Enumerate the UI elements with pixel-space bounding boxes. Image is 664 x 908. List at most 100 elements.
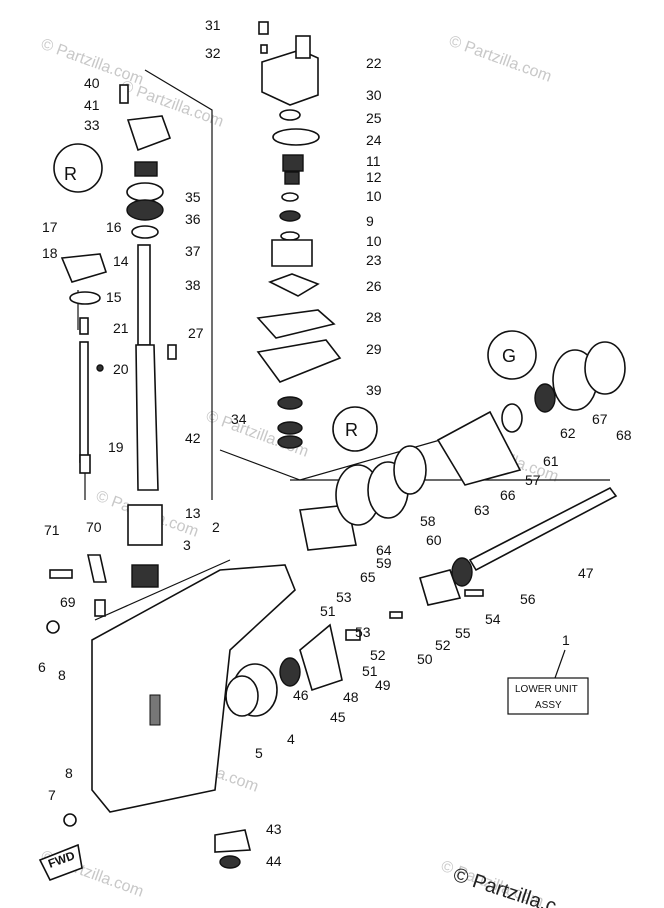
callout-10: 10 [366, 188, 382, 204]
drive-shaft-upper [137, 244, 151, 346]
collar-32 [260, 44, 268, 54]
callout-50: 50 [417, 651, 433, 667]
callout-53: 53 [355, 624, 371, 640]
callout-39: 39 [366, 382, 382, 398]
fitting-71 [49, 569, 73, 579]
cap-68 [584, 341, 626, 395]
propeller-shaft-47 [468, 486, 618, 572]
plug-6 [46, 620, 60, 634]
callout-3: 3 [183, 537, 191, 553]
bearing-housing-33 [126, 115, 172, 152]
callout-15: 15 [106, 289, 122, 305]
callout-61: 61 [543, 453, 559, 469]
callout-20: 20 [113, 361, 129, 377]
guide-lines [77, 69, 610, 500]
bearing-housing-63 [436, 410, 522, 486]
callout-27: 27 [188, 325, 204, 341]
detail-bubble-34 [332, 406, 378, 452]
seal-11 [282, 154, 304, 172]
callout-51: 51 [320, 603, 336, 619]
misc-parts [46, 344, 177, 827]
callout-30: 30 [366, 87, 382, 103]
o-ring-24 [272, 128, 320, 146]
callout-58: 58 [420, 513, 436, 529]
forward-gear-48 [299, 623, 343, 692]
callout-54: 54 [485, 611, 501, 627]
callout-45: 45 [330, 709, 346, 725]
watermark: © Partzilla.com [447, 33, 554, 86]
impeller-26 [267, 273, 320, 297]
sleeve-13 [127, 504, 163, 546]
seal-34a [277, 421, 303, 435]
detail-bubble-16 [53, 143, 103, 193]
propeller-shaft-group [225, 330, 626, 717]
callout-8: 8 [58, 667, 66, 683]
assembly-ref: 1 [562, 632, 570, 648]
nut-44 [219, 855, 241, 869]
callout-62: 62 [560, 425, 576, 441]
washer-10b [280, 231, 300, 241]
callout-63: 63 [474, 502, 490, 518]
rod-end [79, 454, 91, 474]
callout-65: 65 [360, 569, 376, 585]
bolt-31 [258, 21, 269, 35]
callout-46: 46 [293, 687, 309, 703]
shift-bracket-14 [60, 253, 108, 283]
bearing-56 [451, 557, 473, 587]
assembly-frame [507, 677, 589, 715]
callout-60: 60 [426, 532, 442, 548]
callout-26: 26 [366, 278, 382, 294]
fwd-arrow [38, 843, 83, 882]
callout-32: 32 [205, 45, 221, 61]
shim-5 [225, 675, 259, 717]
callout-66: 66 [500, 487, 516, 503]
plate-28 [256, 309, 336, 339]
callout-36: 36 [185, 211, 201, 227]
shim-36 [126, 182, 164, 202]
callout-21: 21 [113, 320, 129, 336]
drive-shaft-group [53, 84, 172, 588]
clip-20 [96, 364, 104, 372]
collar-12 [284, 171, 300, 185]
callout-16: 16 [106, 219, 122, 235]
callout-6: 6 [38, 659, 46, 675]
callout-4: 4 [287, 731, 295, 747]
callout-34: 34 [231, 411, 247, 427]
pin-21 [79, 317, 89, 335]
callout-23: 23 [366, 252, 382, 268]
callout-12: 12 [366, 169, 382, 185]
detail-bubble-57 [487, 330, 537, 380]
insert-23 [271, 239, 313, 267]
shift-rod-19 [79, 341, 89, 463]
callout-42: 42 [185, 430, 201, 446]
callout-69: 69 [60, 594, 76, 610]
callout-5: 5 [255, 745, 263, 761]
callout-33: 33 [84, 117, 100, 133]
callout-44: 44 [266, 853, 282, 869]
washer-10 [281, 192, 299, 202]
callout-52: 52 [370, 647, 386, 663]
water-pump-group [256, 21, 378, 452]
bearing-39 [277, 396, 303, 410]
callout-24: 24 [366, 132, 382, 148]
pinion-43 [214, 829, 252, 853]
case-badge [149, 694, 161, 726]
callout-19: 19 [108, 439, 124, 455]
callout-29: 29 [366, 341, 382, 357]
assembly-line2: ASSY [535, 700, 562, 711]
detail-glyph: R [345, 420, 358, 440]
seal-34b [277, 435, 303, 449]
plunger-49 [345, 629, 361, 641]
callout-28: 28 [366, 309, 382, 325]
seal-9 [279, 210, 301, 222]
callout-layer: 3132223025241112109102326282939344041333… [38, 17, 632, 869]
dog-clutch-55 [418, 569, 462, 606]
callout-68: 68 [616, 427, 632, 443]
callout-59: 59 [376, 555, 392, 571]
callout-56: 56 [520, 591, 536, 607]
seal-61 [501, 403, 523, 433]
callout-55: 55 [455, 625, 471, 641]
callout-14: 14 [113, 253, 129, 269]
callout-57: 57 [525, 472, 541, 488]
